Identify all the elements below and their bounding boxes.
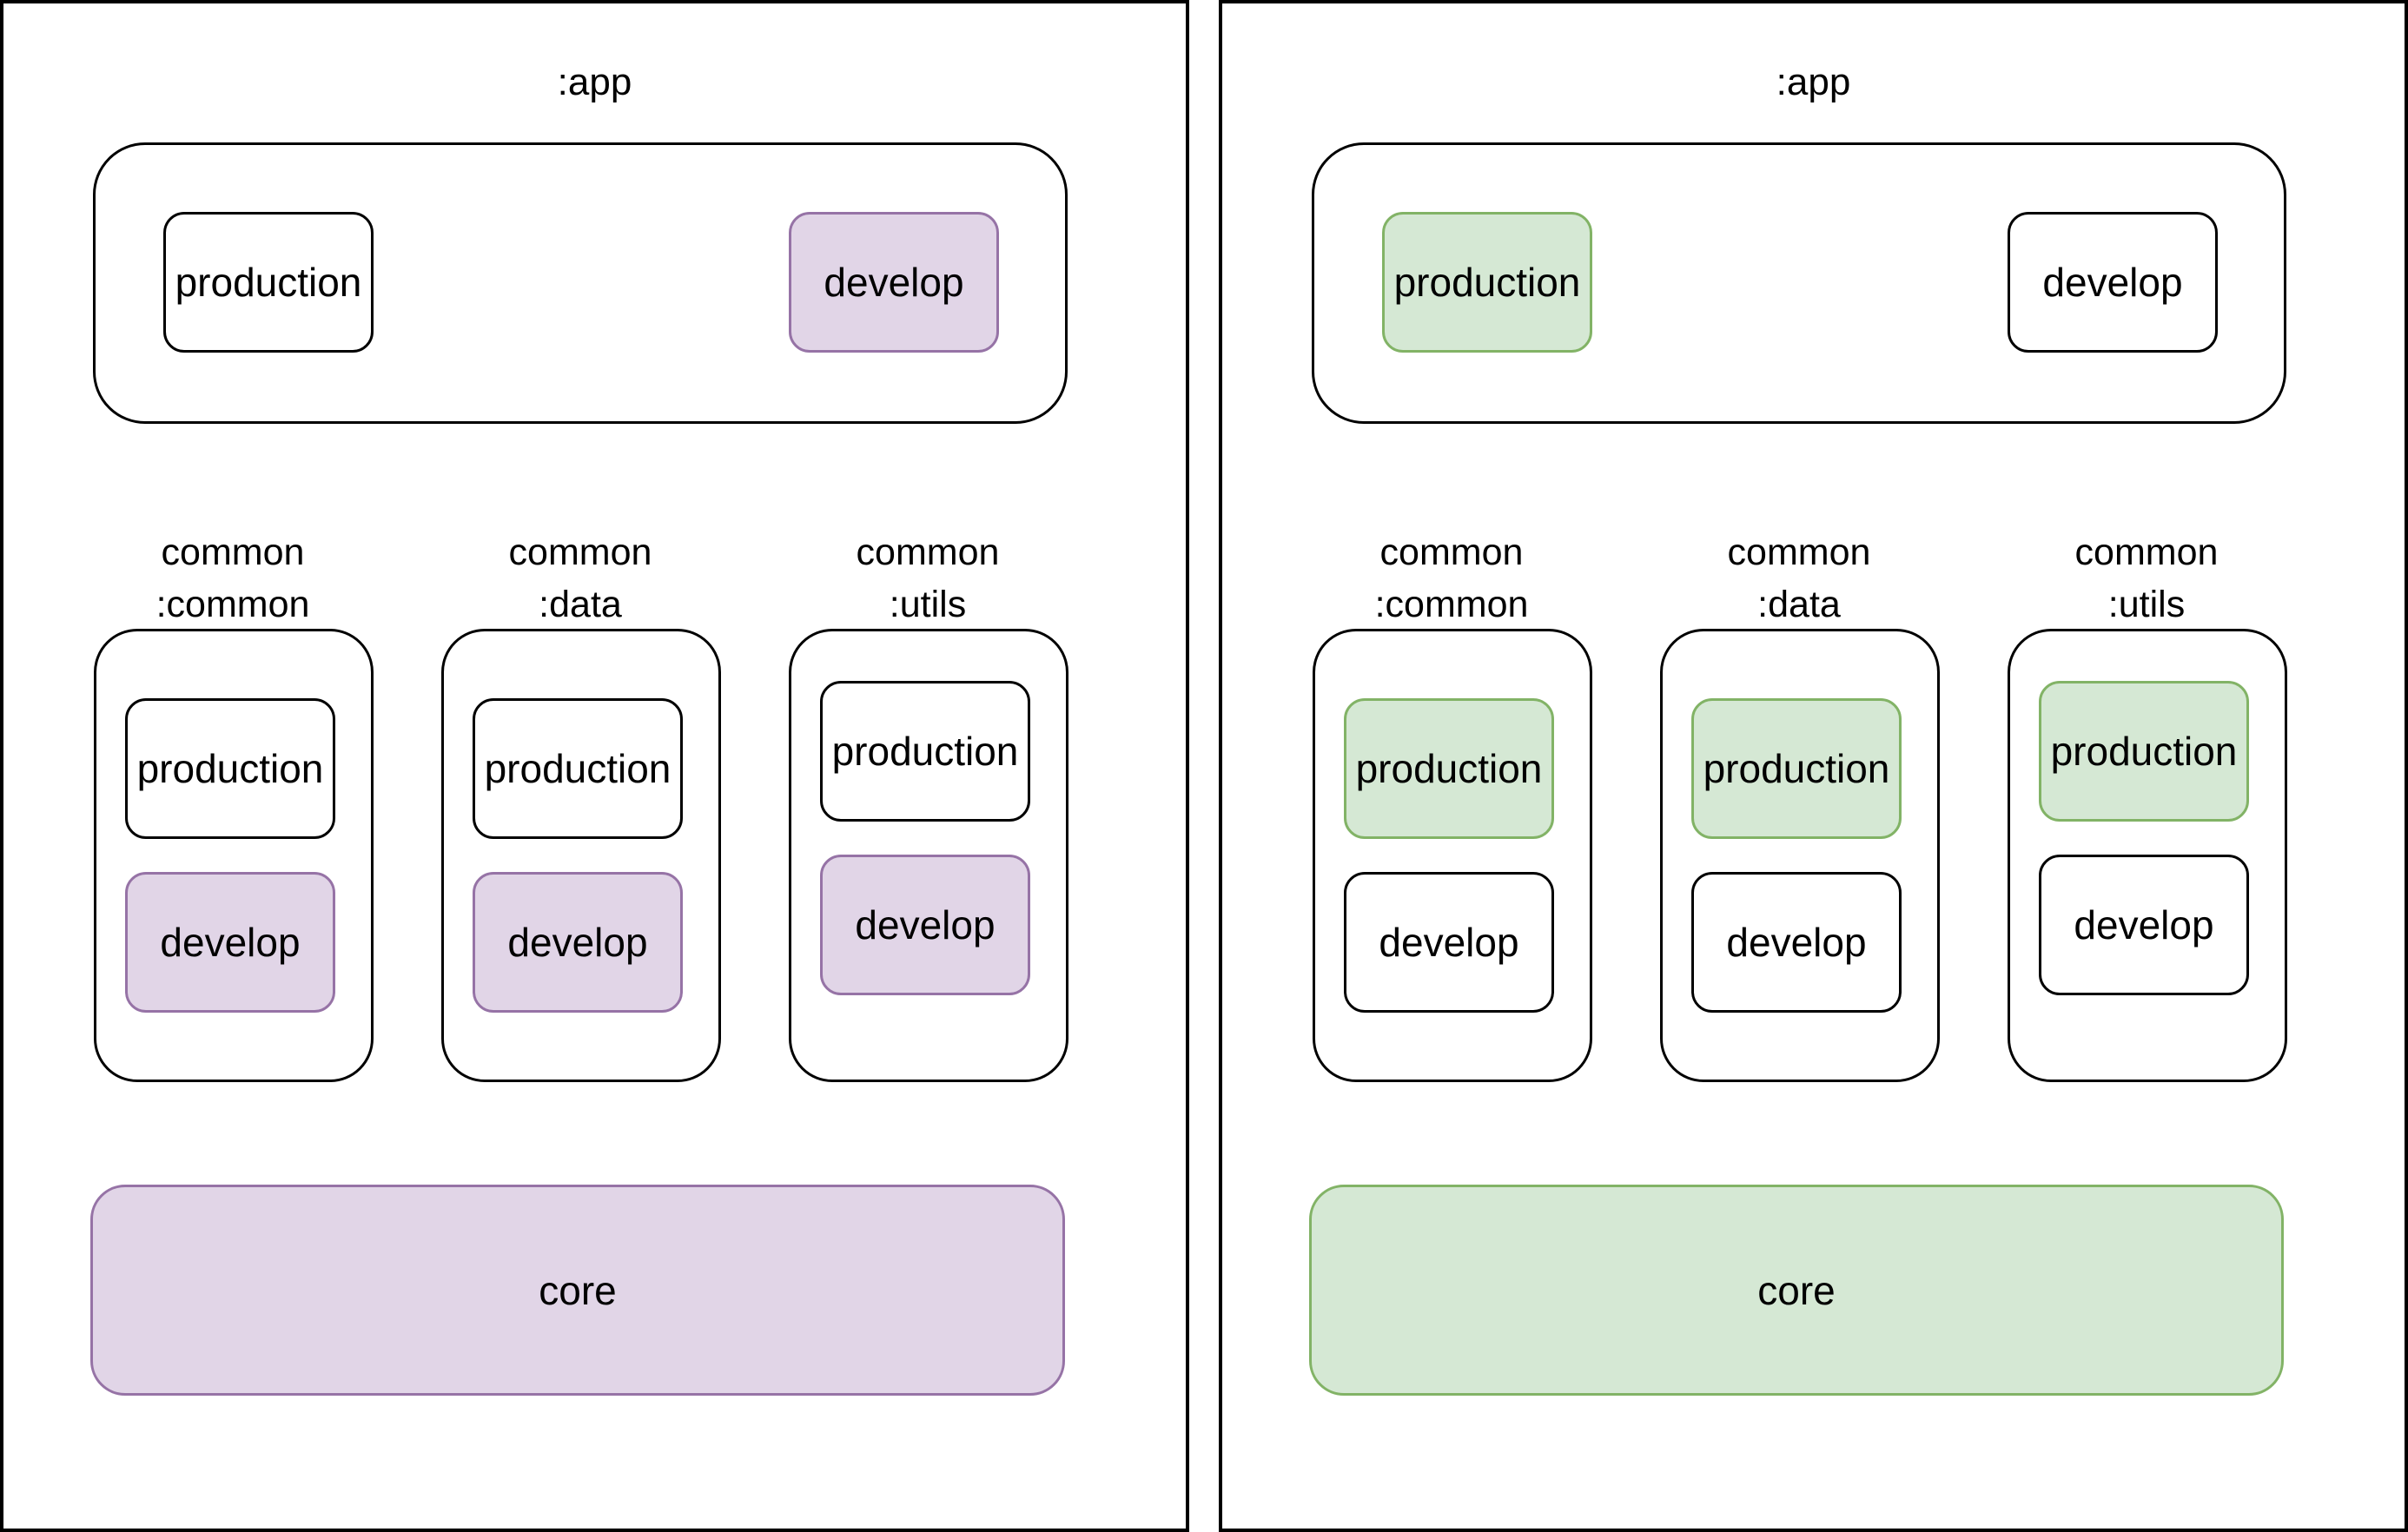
data-develop-flavor: develop [1691,872,1902,1013]
data-develop-flavor: develop [473,872,683,1013]
right-panel: :app production develop common :common c… [1219,0,2408,1532]
module-box-common-data [441,629,721,1082]
utils-develop-flavor: develop [820,855,1030,995]
left-panel: :app production develop common :common c… [0,0,1189,1532]
module-label-common-common: common :common [155,532,310,625]
app-develop-flavor: develop [789,212,999,353]
module-label-common-data: common :data [508,532,652,625]
module-label-common-utils: common :utils [2074,532,2219,625]
common-production-flavor: production [1344,698,1554,839]
utils-production-flavor: production [820,681,1030,822]
app-production-flavor: production [1382,212,1592,353]
app-module-box [1312,142,2286,424]
app-develop-flavor: develop [2008,212,2218,353]
module-label-common-data: common :data [1727,532,1871,625]
data-production-flavor: production [473,698,683,839]
module-box-common-data [1660,629,1940,1082]
module-box-common-common [94,629,374,1082]
module-box-common-utils [789,629,1068,1082]
utils-production-flavor: production [2039,681,2249,822]
app-title: :app [557,61,632,103]
module-label-common-common: common :common [1374,532,1529,625]
data-production-flavor: production [1691,698,1902,839]
app-module-box [93,142,1068,424]
app-production-flavor: production [163,212,374,353]
common-develop-flavor: develop [1344,872,1554,1013]
module-label-common-utils: common :utils [856,532,1000,625]
common-develop-flavor: develop [125,872,335,1013]
module-box-common-utils [2008,629,2287,1082]
app-title: :app [1776,61,1851,103]
common-production-flavor: production [125,698,335,839]
module-box-common-common [1313,629,1592,1082]
core-module: core [1309,1185,2284,1396]
core-module: core [90,1185,1065,1396]
utils-develop-flavor: develop [2039,855,2249,995]
